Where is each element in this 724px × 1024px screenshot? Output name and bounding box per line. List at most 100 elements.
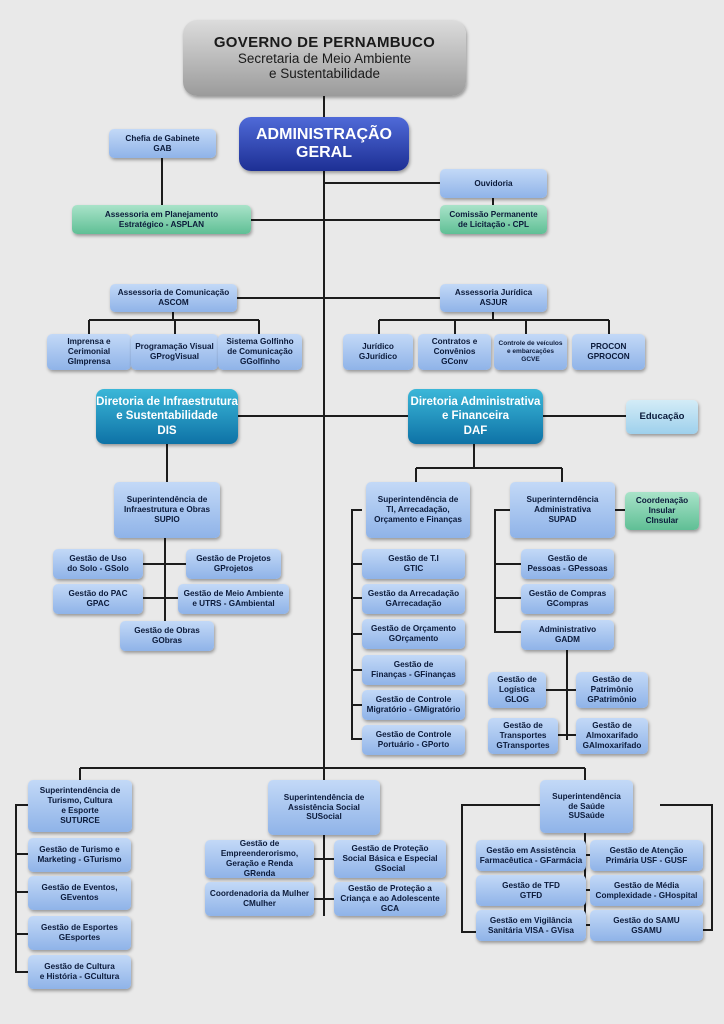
susocial-child-cmulher: Coordenadoria da Mulher CMulher (205, 882, 314, 916)
asjur-child-juridico: Jurídico GJurídico (343, 334, 413, 370)
asjur-line2: ASJUR (479, 298, 508, 307)
text-line: Gestão de Controle (375, 730, 452, 740)
ti-child-gtic: Gestão de T.I GTIC (362, 549, 465, 579)
text-line: Logística (499, 685, 535, 695)
suturce-child-geventos: Gestão de Eventos, GEventos (28, 876, 131, 910)
text-line: Superintendência de (39, 786, 121, 796)
text-line: Coordenação (635, 496, 689, 506)
text-line: GGolfinho (239, 356, 281, 366)
asplan-line1: Assessoria em Planejamento (104, 209, 219, 219)
text-line: Primária USF - GUSF (605, 855, 688, 865)
susaude-child-gtfd: Gestão de TFD GTFD (476, 875, 586, 906)
text-line: Gestão de Orçamento (370, 624, 457, 634)
admin-geral-box: ADMINISTRAÇÃO GERAL (239, 117, 409, 171)
asplan-box: Assessoria em Planejamento Estratégico -… (72, 205, 251, 234)
gab-line1: Chefia de Gabinete (125, 133, 200, 143)
suturce-child-gesportes: Gestão de Esportes GEsportes (28, 916, 131, 950)
text-line: Gestão de Projetos (196, 554, 271, 564)
text-line: SUPAD (548, 514, 577, 524)
text-line: Gestão do SAMU (613, 915, 680, 925)
supio-child-gprojetos: Gestão de Projetos GProjetos (186, 549, 281, 579)
text-line: PROCON (590, 342, 627, 352)
text-line: GArrecadação (385, 599, 442, 608)
daf-box: Diretoria Administrativa e Financeira DA… (408, 389, 543, 444)
supad-child-gpessoas: Gestão de Pessoas - GPessoas (521, 549, 614, 579)
text-line: Gestão de Proteção (351, 844, 429, 854)
text-line: Controle de veículos (498, 340, 563, 348)
text-line: Gestão de Atenção (609, 845, 684, 855)
asplan-line2: Estratégico - ASPLAN (118, 219, 205, 229)
text-line: Gestão de Meio Ambiente (183, 589, 284, 599)
text-line: Administrativo (538, 625, 597, 635)
ti-box: Superintendência de TI, Arrecadação, Orç… (366, 482, 470, 538)
text-line: Gestão de (393, 660, 434, 670)
text-line: Jurídico (362, 342, 394, 352)
gadm-child-glog: Gestão de Logística GLOG (488, 672, 546, 708)
ascom-child-golfinho: Sistema Golfinho de Comunicação GGolfinh… (218, 334, 302, 370)
susaude-box: Superintendência de Saúde SUSaúde (540, 780, 633, 833)
cpl-line2: de Licitação - CPL (458, 219, 529, 229)
text-line: GCA (380, 903, 400, 913)
text-line: e embarcações (507, 348, 554, 356)
ti-child-garrecadacao: Gestão da Arrecadação GArrecadação (362, 584, 465, 614)
text-line: Superinterndência (526, 495, 599, 505)
text-line: Gestão em Assistência (486, 845, 576, 855)
text-line: Gestão de Compras (528, 589, 607, 599)
text-line: GPAC (86, 599, 110, 608)
text-line: do Solo - GSolo (67, 564, 129, 573)
text-line: GRenda (243, 868, 276, 878)
text-line: Insular (648, 506, 676, 516)
text-line: Gestão de Eventos, (41, 883, 118, 893)
text-line: Imprensa e (67, 337, 111, 347)
text-line: Marketing - GTurismo (37, 855, 122, 864)
admin-line1: ADMINISTRAÇÃO (256, 125, 392, 143)
text-line: Infraestrutura e Obras (124, 505, 210, 515)
text-line: Gestão de T.I (388, 554, 439, 564)
text-line: Gestão de Média (613, 880, 680, 890)
text-line: GEventos (60, 893, 99, 902)
text-line: GTFD (519, 890, 543, 900)
supio-child-gambiental: Gestão de Meio Ambiente e UTRS - GAmbien… (178, 584, 289, 614)
text-line: GTIC (403, 564, 424, 573)
text-line: Gestão de (547, 554, 588, 564)
text-line: Gestão do PAC (68, 589, 128, 599)
cpl-line1: Comissão Permanente (449, 209, 538, 219)
daf-line2: e Financeira (441, 410, 510, 423)
text-line: Geração e Renda (226, 859, 293, 868)
ascom-line2: ASCOM (158, 298, 189, 307)
gab-box: Chefia de Gabinete GAB (109, 129, 216, 158)
text-line: Gestão de (239, 839, 280, 849)
daf-line3: DAF (463, 424, 488, 437)
susaude-child-gfarmacia: Gestão em Assistência Farmacêutica - GFa… (476, 840, 586, 871)
text-line: Gestão de Cultura (44, 962, 115, 972)
text-line: Complexidade - GHospital (595, 890, 698, 900)
supio-child-gsolo: Gestão de Uso do Solo - GSolo (53, 549, 143, 579)
cpl-box: Comissão Permanente de Licitação - CPL (440, 205, 547, 234)
asjur-child-contratos: Contratos e Convênios GConv (418, 334, 491, 370)
susocial-child-gsocial: Gestão de Proteção Social Básica e Espec… (334, 840, 446, 878)
text-line: Assistência Social (288, 802, 360, 812)
asjur-box: Assessoria Jurídica ASJUR (440, 284, 547, 312)
text-line: GPatrimônio (587, 694, 637, 704)
susaude-child-ghospital: Gestão de Média Complexidade - GHospital (590, 875, 703, 906)
text-line: GTransportes (496, 740, 550, 750)
text-line: Sanitária VISA - GVisa (487, 925, 574, 935)
dis-line3: DIS (157, 424, 177, 437)
text-line: Gestão de (503, 721, 543, 731)
susaude-child-gsamu: Gestão do SAMU GSAMU (590, 910, 703, 941)
suturce-child-gcultura: Gestão de Cultura e História - GCultura (28, 955, 131, 989)
header-line2: Secretaria de Meio Ambiente (237, 51, 412, 67)
susocial-child-gca: Gestão de Proteção a Criança e ao Adoles… (334, 882, 446, 916)
text-line: GOrçamento (388, 634, 439, 643)
text-line: Gestão de Uso (69, 554, 127, 564)
header-line3: e Sustentabilidade (268, 66, 381, 81)
susocial-box: Superintendência de Assistência Social S… (268, 780, 380, 835)
text-line: Superintendência (552, 791, 621, 801)
text-line: Empreenderorismo, (220, 849, 299, 859)
text-line: GLOG (504, 694, 530, 704)
susocial-child-grenda: Gestão de Empreenderorismo, Geração e Re… (205, 839, 314, 878)
text-line: de Saúde (568, 801, 605, 811)
text-line: Contratos e (431, 337, 478, 347)
text-line: Social Básica e Especial (342, 854, 438, 864)
dis-box: Diretoria de Infraestrutura e Sustentabi… (96, 389, 238, 444)
